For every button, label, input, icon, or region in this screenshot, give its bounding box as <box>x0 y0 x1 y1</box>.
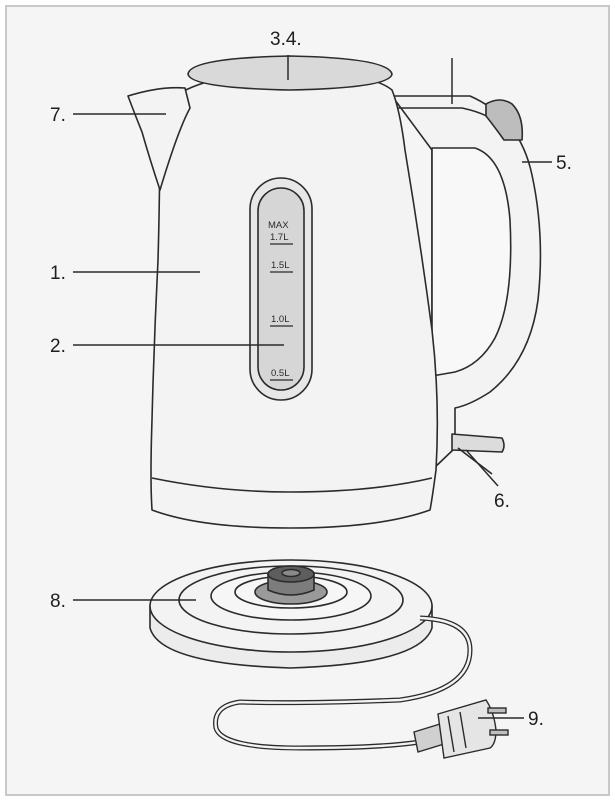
kettle-lid <box>187 55 393 91</box>
plug-rib-1 <box>447 715 455 753</box>
gauge-0-5L: 0.5L <box>271 368 290 379</box>
label-6: 6. <box>494 491 510 512</box>
label-1: 1. <box>50 263 66 284</box>
gauge-1-0L: 1.0L <box>271 314 290 325</box>
label-2: 2. <box>50 336 66 357</box>
kettle <box>127 55 542 529</box>
power-cord-core <box>214 616 472 750</box>
label-9: 9. <box>528 709 544 730</box>
water-level-window-inner <box>257 187 305 391</box>
leader-lines <box>73 55 552 719</box>
power-switch <box>485 99 524 141</box>
plug-pin-2 <box>489 729 509 736</box>
label-5: 5. <box>556 153 572 174</box>
body-base-ring <box>151 477 433 493</box>
power-plug <box>413 699 509 759</box>
power-base <box>149 559 433 669</box>
plug-pin-1 <box>487 707 507 714</box>
base-knob-center <box>281 568 301 578</box>
gauge-1-7L: 1.7L <box>270 232 289 243</box>
handle-opening <box>431 147 512 377</box>
label-3-4: 3.4. <box>270 29 302 50</box>
label-8: 8. <box>50 591 66 612</box>
base-connector <box>451 433 505 453</box>
gauge-ticks <box>270 243 293 381</box>
gauge-max: MAX <box>268 220 289 231</box>
leader-6 <box>465 449 499 487</box>
label-7: 7. <box>50 105 66 126</box>
plug-rib-2 <box>459 711 467 749</box>
gauge-1-5L: 1.5L <box>271 260 290 271</box>
